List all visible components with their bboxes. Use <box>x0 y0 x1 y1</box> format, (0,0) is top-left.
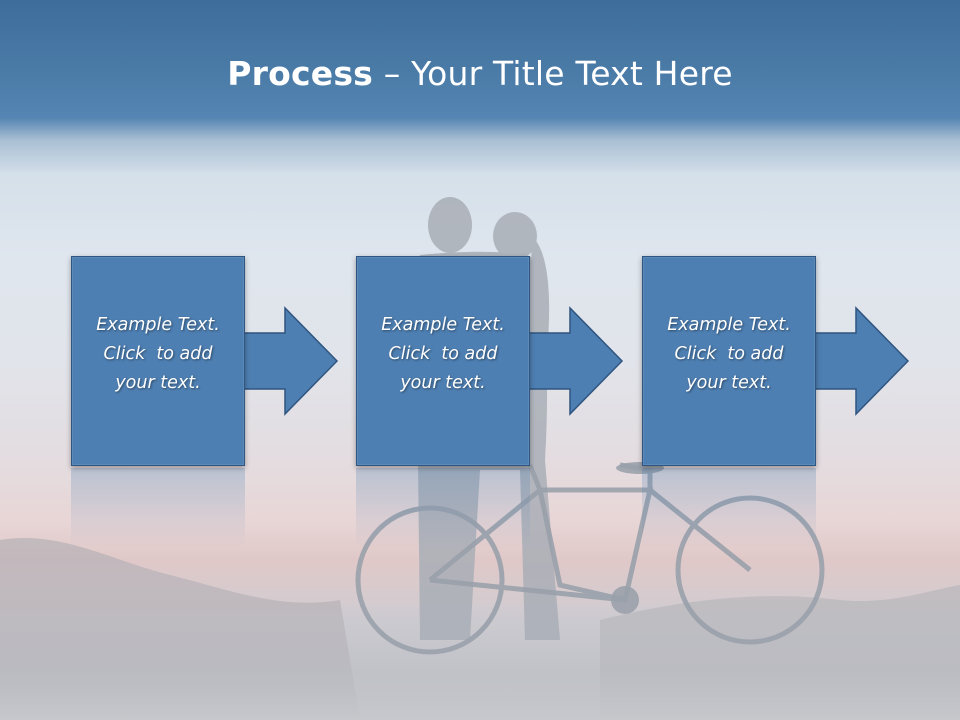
step-text[interactable]: Example Text. Click to add your text. <box>357 311 529 398</box>
step-text-line: your text. <box>400 373 486 393</box>
step-box[interactable]: Example Text. Click to add your text. <box>71 256 245 466</box>
step-text-line: Click to add <box>388 344 498 364</box>
step-text-line: your text. <box>115 373 201 393</box>
step-text-line: Example Text. <box>96 315 220 335</box>
step-box[interactable]: Example Text. Click to add your text. <box>356 256 530 466</box>
right-arrow-icon <box>814 306 910 416</box>
slide-title[interactable]: Process – Your Title Text Here <box>0 52 960 96</box>
step-reflection <box>71 468 245 548</box>
step-reflection <box>356 468 530 548</box>
step-text-line: Click to add <box>103 344 213 364</box>
step-text[interactable]: Example Text. Click to add your text. <box>72 311 244 398</box>
title-rest: – Your Title Text Here <box>373 54 733 93</box>
step-box[interactable]: Example Text. Click to add your text. <box>642 256 816 466</box>
step-text-line: Example Text. <box>667 315 791 335</box>
right-arrow-icon <box>528 306 624 416</box>
title-bold: Process <box>227 54 374 93</box>
step-text-line: your text. <box>686 373 772 393</box>
right-arrow-icon <box>243 306 339 416</box>
step-text-line: Example Text. <box>381 315 505 335</box>
step-reflection <box>642 468 816 548</box>
step-text-line: Click to add <box>674 344 784 364</box>
step-text[interactable]: Example Text. Click to add your text. <box>643 311 815 398</box>
